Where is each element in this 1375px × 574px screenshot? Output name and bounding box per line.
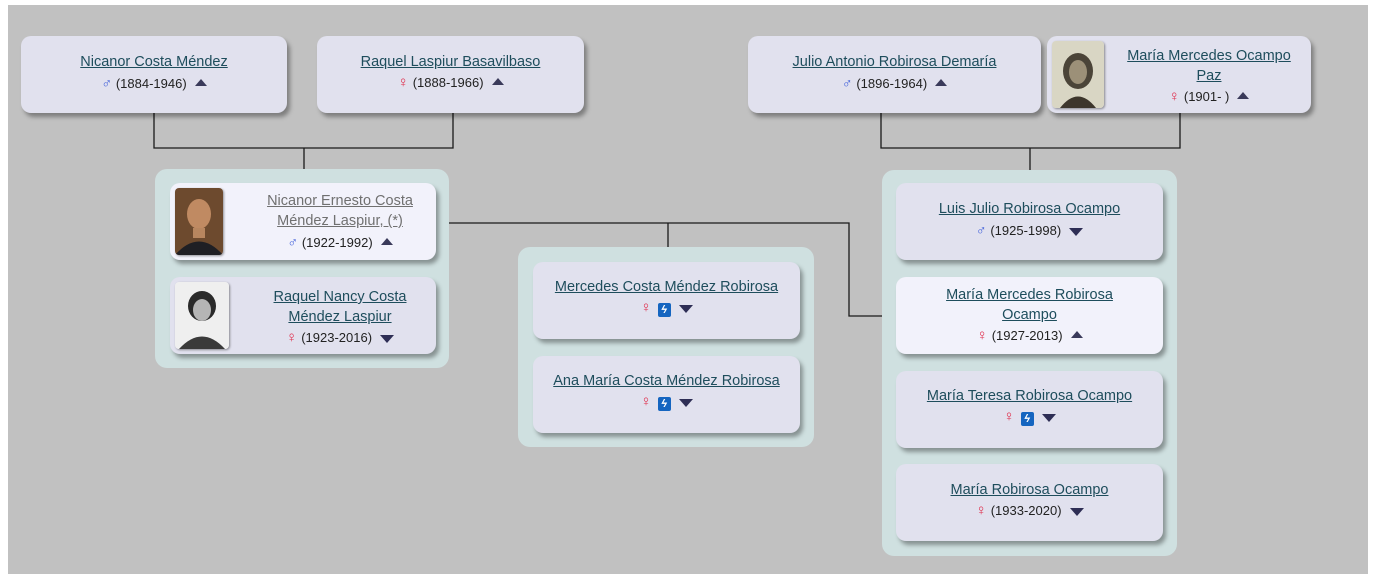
person-dates: (1925-1998) [990, 223, 1062, 238]
person-info: ♂(1925-1998) [896, 220, 1163, 241]
person-info: ♀ϟ [896, 407, 1163, 427]
person-dates: (1901- ) [1183, 89, 1230, 104]
person-card-paternal-grandfather: Nicanor Costa Méndez ♂(1884-1946) [21, 36, 287, 113]
expand-ancestors-icon[interactable] [491, 78, 504, 85]
person-name-link[interactable]: Julio Antonio Robirosa Demaría [792, 54, 997, 70]
expand-ancestors-icon[interactable] [1070, 331, 1083, 338]
person-card-sibling: María Robirosa Ocampo ♀(1933-2020) [896, 464, 1163, 541]
person-card-paternal-grandmother: Raquel Laspiur Basavilbaso ♀(1888-1966) [317, 36, 584, 113]
expand-descendants-icon[interactable] [1069, 228, 1084, 236]
person-dates: (1922-1992) [301, 235, 373, 250]
person-card-sibling: María Teresa Robirosa Ocampo ♀ϟ [896, 371, 1163, 448]
female-symbol-icon: ♀ [1003, 408, 1015, 425]
person-name-link[interactable]: María Robirosa Ocampo [950, 482, 1109, 498]
expand-ancestors-icon[interactable] [194, 79, 207, 86]
expand-descendants-icon[interactable] [1069, 508, 1084, 516]
female-symbol-icon: ♀ [285, 329, 298, 346]
person-card-child: Ana María Costa Méndez Robirosa ♀ϟ [533, 356, 800, 433]
person-name-link[interactable]: María Teresa Robirosa Ocampo [926, 388, 1133, 404]
portrait-photo[interactable] [1052, 41, 1104, 108]
living-badge-icon: ϟ [657, 397, 671, 411]
female-symbol-icon: ♀ [640, 393, 652, 410]
female-symbol-icon: ♀ [1168, 88, 1180, 105]
expand-ancestors-icon[interactable] [380, 238, 393, 245]
person-card-sibling: Luis Julio Robirosa Ocampo ♂(1925-1998) [896, 183, 1163, 260]
male-symbol-icon: ♂ [287, 234, 298, 250]
person-name-link[interactable]: Luis Julio Robirosa Ocampo [938, 201, 1121, 217]
male-symbol-icon: ♂ [101, 75, 112, 91]
person-dates: (1896-1964) [856, 76, 928, 91]
female-symbol-icon: ♀ [397, 74, 409, 91]
male-symbol-icon: ♂ [841, 75, 853, 91]
expand-descendants-icon[interactable] [380, 335, 395, 343]
person-info: ♂(1884-1946) [21, 73, 287, 94]
person-card-child: Mercedes Costa Méndez Robirosa ♀ϟ [533, 262, 800, 339]
portrait-photo[interactable] [175, 188, 223, 255]
person-name-link[interactable]: Raquel Laspiur Basavilbaso [360, 54, 541, 70]
living-badge-icon: ϟ [657, 303, 671, 317]
person-info: ♀(1927-2013) [896, 326, 1163, 346]
expand-descendants-icon[interactable] [1041, 414, 1056, 422]
person-dates: (1933-2020) [990, 503, 1062, 518]
female-symbol-icon: ♀ [640, 299, 652, 316]
person-info: ♀(1923-2016) [242, 328, 438, 348]
person-info: ♀ϟ [533, 392, 800, 412]
person-dates: (1888-1966) [412, 75, 484, 90]
family-tree-canvas: Nicanor Costa Méndez ♂(1884-1946) Raquel… [8, 5, 1368, 574]
person-dates: (1927-2013) [991, 328, 1063, 343]
person-info: ♂(1922-1992) [242, 232, 438, 253]
person-info: ♂(1896-1964) [748, 73, 1041, 94]
female-symbol-icon: ♀ [975, 502, 987, 519]
person-card-maternal-grandfather: Julio Antonio Robirosa Demaría ♂(1896-19… [748, 36, 1041, 113]
expand-descendants-icon[interactable] [678, 305, 693, 313]
person-info: ♀(1901- ) [1107, 87, 1311, 107]
expand-ancestors-icon[interactable] [935, 79, 948, 86]
person-name-link[interactable]: Nicanor Costa Méndez [80, 54, 228, 70]
female-symbol-icon: ♀ [976, 327, 988, 344]
expand-ancestors-icon[interactable] [1237, 92, 1250, 99]
male-symbol-icon: ♂ [975, 222, 987, 238]
person-info: ♀(1933-2020) [896, 501, 1163, 521]
expand-descendants-icon[interactable] [678, 399, 693, 407]
living-badge-icon: ϟ [1020, 412, 1034, 426]
person-name-link[interactable]: Ana María Costa Méndez Robirosa [553, 373, 780, 389]
person-dates: (1884-1946) [115, 76, 187, 91]
portrait-photo[interactable] [175, 282, 229, 349]
person-info: ♀ϟ [533, 298, 800, 318]
person-dates: (1923-2016) [301, 330, 373, 345]
person-info: ♀(1888-1966) [317, 73, 584, 93]
person-name-link[interactable]: Mercedes Costa Méndez Robirosa [554, 279, 779, 295]
